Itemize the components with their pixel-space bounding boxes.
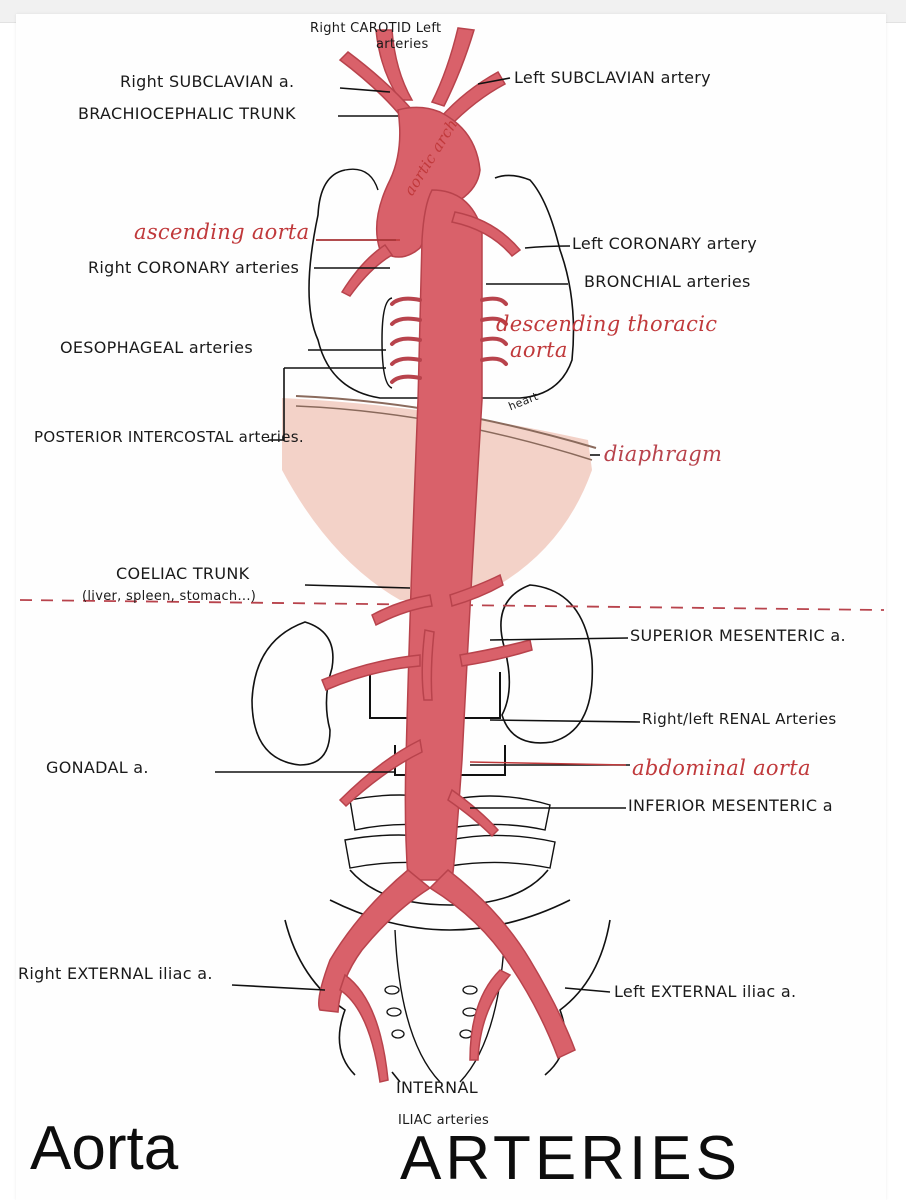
label-diaphragm: diaphragm <box>604 442 723 466</box>
red-leader-lines <box>316 239 627 766</box>
oesophageal-bracket <box>381 297 393 389</box>
intercostal-branches <box>390 296 508 384</box>
label-right-subclavian: Right SUBCLAVIAN a. <box>120 72 295 91</box>
label-descending-aorta: aorta <box>510 338 568 362</box>
sacral-foramina <box>384 985 478 1039</box>
left-kidney <box>500 584 594 744</box>
label-ascending-aorta: ascending aorta <box>134 220 310 244</box>
label-carotid: Right CAROTID Left <box>310 21 442 36</box>
label-gonadal: GONADAL a. <box>46 758 149 777</box>
label-brachiocephalic-trunk: BRACHIOCEPHALIC TRUNK <box>78 104 296 123</box>
label-bronchial: BRONCHIAL arteries <box>584 272 751 291</box>
right-kidney <box>251 621 334 766</box>
label-renal-arteries: Right/left RENAL Arteries <box>642 710 837 728</box>
label-coeliac-trunk: COELIAC TRUNK <box>116 564 250 583</box>
label-oesophageal: OESOPHAGEAL arteries <box>60 338 253 357</box>
pelvis-outline <box>284 869 611 1076</box>
title-aorta: Aorta <box>30 1114 179 1183</box>
label-superior-mesenteric: SUPERIOR MESENTERIC a. <box>630 626 846 645</box>
label-internal-iliac-2: ILIAC arteries <box>398 1113 490 1128</box>
label-posterior-intercostal: POSTERIOR INTERCOSTAL arteries. <box>34 428 304 446</box>
label-abdominal-aorta: abdominal aorta <box>632 756 811 780</box>
heart-outline <box>308 169 575 399</box>
label-internal-iliac-1: INTERNAL <box>396 1078 478 1097</box>
label-left-subclavian: Left SUBCLAVIAN artery <box>514 68 711 87</box>
label-right-external-iliac: Right EXTERNAL iliac a. <box>18 964 213 983</box>
label-coeliac-targets: (liver, spleen, stomach...) <box>82 589 257 604</box>
label-carotid-arteries: arteries <box>376 37 429 52</box>
label-right-coronary: Right CORONARY arteries <box>88 258 300 277</box>
aorta <box>318 27 576 1083</box>
label-left-coronary: Left CORONARY artery <box>572 234 758 253</box>
label-left-external-iliac: Left EXTERNAL iliac a. <box>614 982 797 1001</box>
title-arteries: ARTERIES <box>400 1124 741 1193</box>
label-descending-thoracic: descending thoracic <box>496 312 718 336</box>
leader-lines <box>215 77 641 1083</box>
label-inferior-mesenteric: INFERIOR MESENTERIC a <box>628 796 833 815</box>
dashed-line <box>19 599 885 611</box>
